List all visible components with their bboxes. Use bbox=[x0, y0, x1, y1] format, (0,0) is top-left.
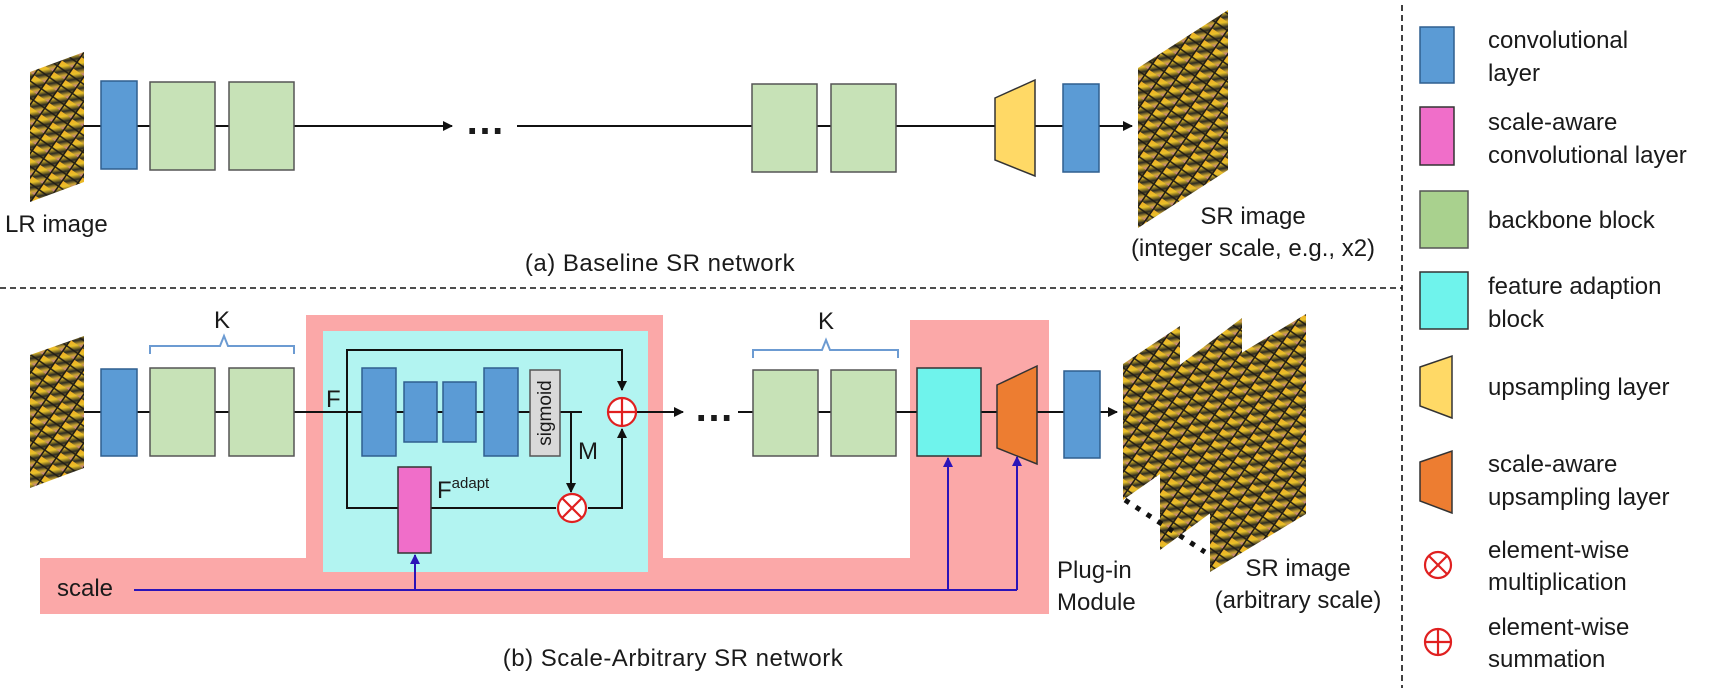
legend: convolutional layer scale-aware convolut… bbox=[1419, 26, 1687, 673]
legend-sconv-line1: scale-aware bbox=[1488, 109, 1617, 136]
backbone-block-a2 bbox=[228, 81, 295, 171]
legend-sum-line2: summation bbox=[1488, 646, 1605, 673]
upsampling-layer-a bbox=[994, 78, 1036, 178]
scale-arbitrary-network: K K F sigmoid M F bbox=[30, 307, 1381, 672]
sr-image-b-icon bbox=[1123, 314, 1306, 572]
sr-image-b-label: SR image bbox=[1245, 555, 1350, 582]
feature-adaption-block bbox=[916, 367, 982, 457]
lr-image-a-label: LR image bbox=[5, 211, 108, 238]
fab-conv-2 bbox=[403, 381, 438, 443]
sr-image-a-icon bbox=[1138, 10, 1228, 228]
lr-image-b-icon bbox=[30, 336, 84, 488]
backbone-block-b4 bbox=[830, 369, 897, 457]
legend-conv-swatch bbox=[1419, 26, 1455, 84]
m-label: M bbox=[578, 438, 598, 465]
legend-mul-line2: multiplication bbox=[1488, 569, 1627, 596]
legend-up-line1: upsampling layer bbox=[1488, 374, 1669, 401]
ellipsis-b: … bbox=[694, 386, 734, 430]
sr-image-b-note: (arbitrary scale) bbox=[1215, 587, 1382, 614]
legend-backbone-line1: backbone block bbox=[1488, 207, 1656, 234]
k-left-label: K bbox=[214, 307, 230, 334]
plugin-label-line2: Module bbox=[1057, 589, 1136, 616]
caption-b: (b) Scale-Arbitrary SR network bbox=[503, 645, 844, 672]
backbone-block-b1 bbox=[149, 367, 216, 457]
legend-conv-line1: convolutional bbox=[1488, 27, 1628, 54]
brace-k-right bbox=[752, 337, 899, 358]
f-adapt-base: F bbox=[437, 477, 452, 504]
backbone-block-a4 bbox=[830, 83, 897, 173]
backbone-block-a3 bbox=[751, 83, 818, 173]
lr-image-a-icon bbox=[30, 52, 84, 202]
k-right-label: K bbox=[818, 308, 834, 335]
fab-conv-3 bbox=[442, 381, 477, 443]
sum-icon bbox=[606, 396, 638, 428]
scale-aware-conv-layer bbox=[397, 466, 432, 554]
conv-layer-b2 bbox=[1063, 370, 1101, 459]
brace-k-left bbox=[149, 333, 295, 354]
legend-sum-line1: element-wise bbox=[1488, 614, 1629, 641]
legend-fab-line2: block bbox=[1488, 306, 1545, 333]
legend-fab-swatch bbox=[1419, 271, 1469, 330]
conv-layer-a1 bbox=[100, 80, 138, 170]
multiply-icon bbox=[556, 492, 588, 524]
legend-sconv-line2: convolutional layer bbox=[1488, 142, 1687, 169]
sr-image-a-note: (integer scale, e.g., x2) bbox=[1131, 235, 1375, 262]
sigmoid-block bbox=[529, 369, 561, 457]
legend-sum-icon bbox=[1423, 627, 1453, 657]
baseline-network: … LR image SR image (integer scale, e.g.… bbox=[5, 10, 1375, 277]
backbone-block-a1 bbox=[149, 81, 216, 171]
legend-conv-line2: layer bbox=[1488, 60, 1540, 87]
plugin-label-line1: Plug-in bbox=[1057, 557, 1132, 584]
legend-multiply-icon bbox=[1423, 550, 1453, 580]
sr-image-a-label: SR image bbox=[1200, 203, 1305, 230]
backbone-block-b3 bbox=[752, 369, 819, 457]
scale-aware-upsampling-layer bbox=[996, 364, 1038, 466]
legend-sup-line1: scale-aware bbox=[1488, 451, 1617, 478]
sigmoid-label: sigmoid bbox=[535, 380, 556, 445]
legend-up-swatch bbox=[1419, 354, 1453, 420]
legend-mul-line1: element-wise bbox=[1488, 537, 1629, 564]
sr-image-b-dots bbox=[1123, 497, 1207, 555]
caption-a: (a) Baseline SR network bbox=[525, 250, 796, 277]
legend-sup-swatch bbox=[1419, 449, 1453, 515]
conv-layer-b1 bbox=[100, 368, 138, 457]
legend-fab-line1: feature adaption bbox=[1488, 273, 1661, 300]
legend-sconv-swatch bbox=[1419, 106, 1455, 166]
legend-sup-line2: upsampling layer bbox=[1488, 484, 1669, 511]
scale-label: scale bbox=[57, 575, 113, 602]
backbone-block-b2 bbox=[228, 367, 295, 457]
f-adapt-sup: adapt bbox=[452, 475, 490, 492]
legend-backbone-swatch bbox=[1419, 190, 1469, 249]
ellipsis-a: … bbox=[465, 99, 505, 143]
f-adapt-label: Fadapt bbox=[437, 475, 490, 504]
f-label: F bbox=[326, 386, 341, 413]
conv-layer-a2 bbox=[1062, 83, 1100, 173]
fab-conv-4 bbox=[483, 367, 519, 457]
fab-conv-1 bbox=[361, 367, 397, 457]
